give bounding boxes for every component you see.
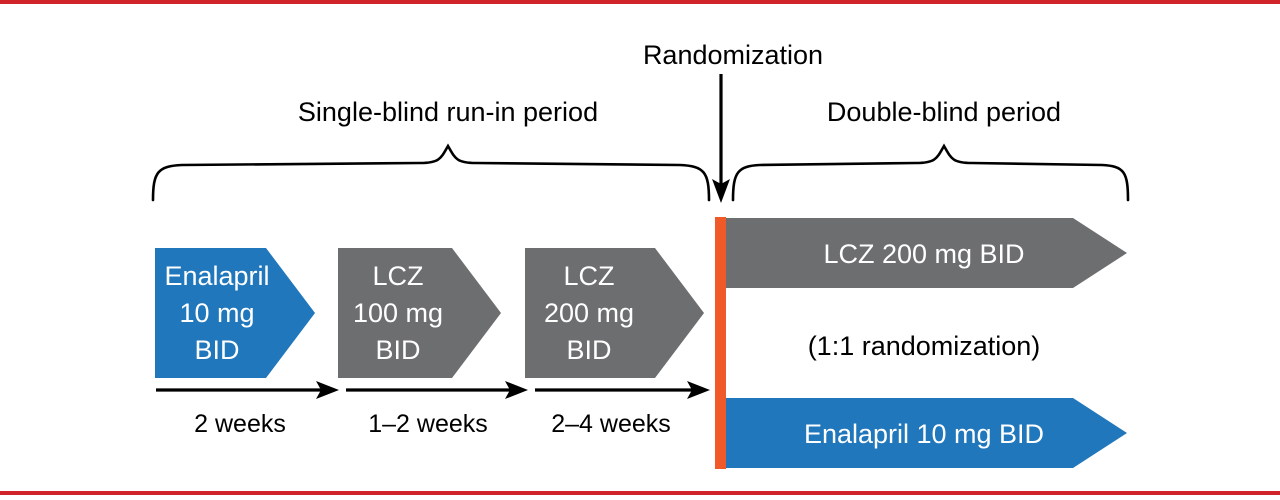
arm-label: Enalapril 10 mg BID [804, 419, 1044, 449]
arm-shape [726, 398, 1127, 468]
run-in-step-lcz-100: LCZ 100 mg BID [338, 248, 501, 378]
chevron-line-2: 200 mg [544, 298, 634, 328]
chevron-shape [155, 248, 315, 378]
timeline-segment-1: 2 weeks [156, 381, 339, 438]
duration-label: 2–4 weeks [551, 410, 671, 438]
chevron-line-1: Enalapril [164, 261, 269, 291]
timeline-segment-3: 2–4 weeks [535, 381, 710, 438]
arm-label: LCZ 200 mg BID [823, 239, 1024, 269]
randomized-arm-enalapril: Enalapril 10 mg BID [726, 398, 1127, 468]
chevron-line-3: BID [566, 335, 611, 365]
randomization-label: Randomization [643, 40, 823, 70]
run-in-step-lcz-200: LCZ 200 mg BID [525, 248, 704, 378]
bottom-rule [0, 491, 1280, 495]
randomization-arrow-icon [712, 74, 730, 203]
double-blind-period-label: Double-blind period [827, 97, 1061, 127]
duration-label: 1–2 weeks [368, 410, 488, 438]
run-in-brace [151, 143, 711, 202]
arm-shape [726, 218, 1127, 288]
chevron-line-3: BID [375, 335, 420, 365]
randomized-arm-lcz: LCZ 200 mg BID [726, 218, 1127, 288]
run-in-step-enalapril: Enalapril 10 mg BID [155, 248, 315, 378]
chevron-line-1: LCZ [563, 261, 614, 291]
chevron-line-2: 10 mg [179, 298, 254, 328]
chevron-line-3: BID [194, 335, 239, 365]
chevron-shape [338, 248, 501, 378]
run-in-period-label: Single-blind run-in period [298, 97, 598, 127]
randomization-divider-bar [715, 217, 726, 469]
chevron-line-2: 100 mg [353, 298, 443, 328]
chevron-shape [525, 248, 704, 378]
duration-label: 2 weeks [194, 410, 286, 438]
timeline-segment-2: 1–2 weeks [346, 381, 528, 438]
double-blind-brace [731, 143, 1130, 202]
allocation-note: (1:1 randomization) [808, 331, 1041, 361]
chevron-line-1: LCZ [372, 261, 423, 291]
top-rule [0, 0, 1280, 4]
